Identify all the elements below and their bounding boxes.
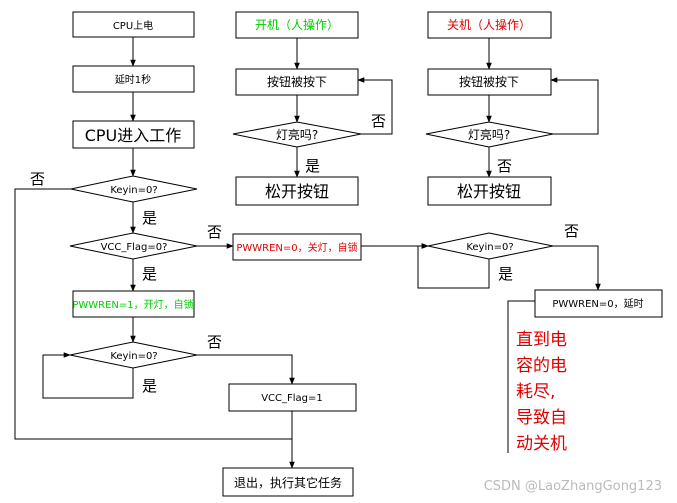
on-title-label: 开机（人操作） bbox=[255, 17, 339, 32]
pwren1-label: PWWREN=1，开灯，自锁 bbox=[72, 298, 193, 311]
off-light-no-label: 否 bbox=[497, 157, 512, 175]
pwren0-off-label: PWWREN=0，关灯，自锁 bbox=[236, 241, 357, 254]
off-release-box bbox=[427, 176, 552, 206]
off-light-decision-label: 灯亮吗? bbox=[468, 127, 510, 142]
on-release-box bbox=[235, 176, 359, 206]
pwren1-box bbox=[72, 290, 195, 318]
cpu-work-label: CPU进入工作 bbox=[85, 126, 182, 145]
off-title-box bbox=[427, 11, 552, 39]
vcc-flag1-label: VCC_Flag=1 bbox=[261, 393, 323, 404]
keyin-decision-3-label: Keyin=0? bbox=[466, 242, 513, 253]
keyin1-no-label: 否 bbox=[30, 170, 45, 188]
delay-box bbox=[72, 65, 195, 93]
keyin1-no-path bbox=[14, 188, 292, 440]
note-bracket bbox=[507, 300, 535, 453]
on-press-label: 按钮被按下 bbox=[267, 74, 327, 89]
exit-label: 退出，执行其它任务 bbox=[234, 475, 342, 490]
keyin-decision-1-label: Keyin=0? bbox=[110, 185, 157, 196]
keyin1-yes-label: 是 bbox=[142, 209, 157, 227]
cpu-work-box bbox=[72, 120, 195, 149]
keyin2-yes-loop bbox=[42, 352, 134, 399]
on-release-label: 松开按钮 bbox=[265, 182, 329, 201]
note-line-2: 容的电 bbox=[516, 356, 567, 376]
keyin3-yes-loop bbox=[417, 243, 490, 289]
pwren0-off-box bbox=[232, 233, 362, 261]
on-press-box bbox=[235, 68, 359, 96]
off-title-label: 关机（人操作） bbox=[447, 17, 531, 32]
note-line-1: 直到电 bbox=[516, 330, 567, 350]
cpu-power-label: CPU上电 bbox=[113, 19, 153, 32]
keyin3-no-label: 否 bbox=[564, 222, 579, 240]
keyin2-no-path bbox=[197, 354, 295, 385]
on-light-decision-label: 灯亮吗? bbox=[276, 127, 318, 142]
note-line-4: 导致自 bbox=[516, 408, 567, 428]
off-light-loop bbox=[550, 77, 599, 135]
keyin-decision-2-label: Keyin=0? bbox=[110, 351, 157, 362]
off-press-label: 按钮被按下 bbox=[459, 74, 519, 89]
off-press-box bbox=[427, 68, 552, 96]
note-line-3: 耗尽, bbox=[516, 382, 555, 402]
delay-label: 延时1秒 bbox=[115, 73, 151, 86]
exit-box bbox=[222, 467, 354, 497]
vccflag-yes-label: 是 bbox=[142, 265, 157, 283]
vccflag-no-label: 否 bbox=[207, 223, 222, 241]
keyin3-yes-label: 是 bbox=[498, 265, 513, 283]
on-title-box bbox=[235, 11, 359, 39]
vccflag-decision-label: VCC_Flag=0? bbox=[101, 242, 168, 253]
keyin3-no-path bbox=[553, 245, 601, 291]
note-line-5: 动关机 bbox=[516, 434, 567, 454]
off-release-label: 松开按钮 bbox=[457, 182, 521, 201]
pwren0-delay-label: PWWREN=0，延时 bbox=[552, 298, 643, 310]
cpu-power-box bbox=[72, 11, 195, 38]
on-light-no-label: 否 bbox=[371, 112, 386, 130]
on-light-yes-label: 是 bbox=[305, 157, 320, 175]
on-light-no-loop bbox=[357, 77, 393, 135]
keyin2-yes-label: 是 bbox=[142, 377, 157, 395]
pwren0-delay-box bbox=[534, 289, 663, 318]
keyin2-no-label: 否 bbox=[207, 333, 222, 351]
watermark: CSDN @LaoZhangGong123 bbox=[484, 479, 662, 494]
